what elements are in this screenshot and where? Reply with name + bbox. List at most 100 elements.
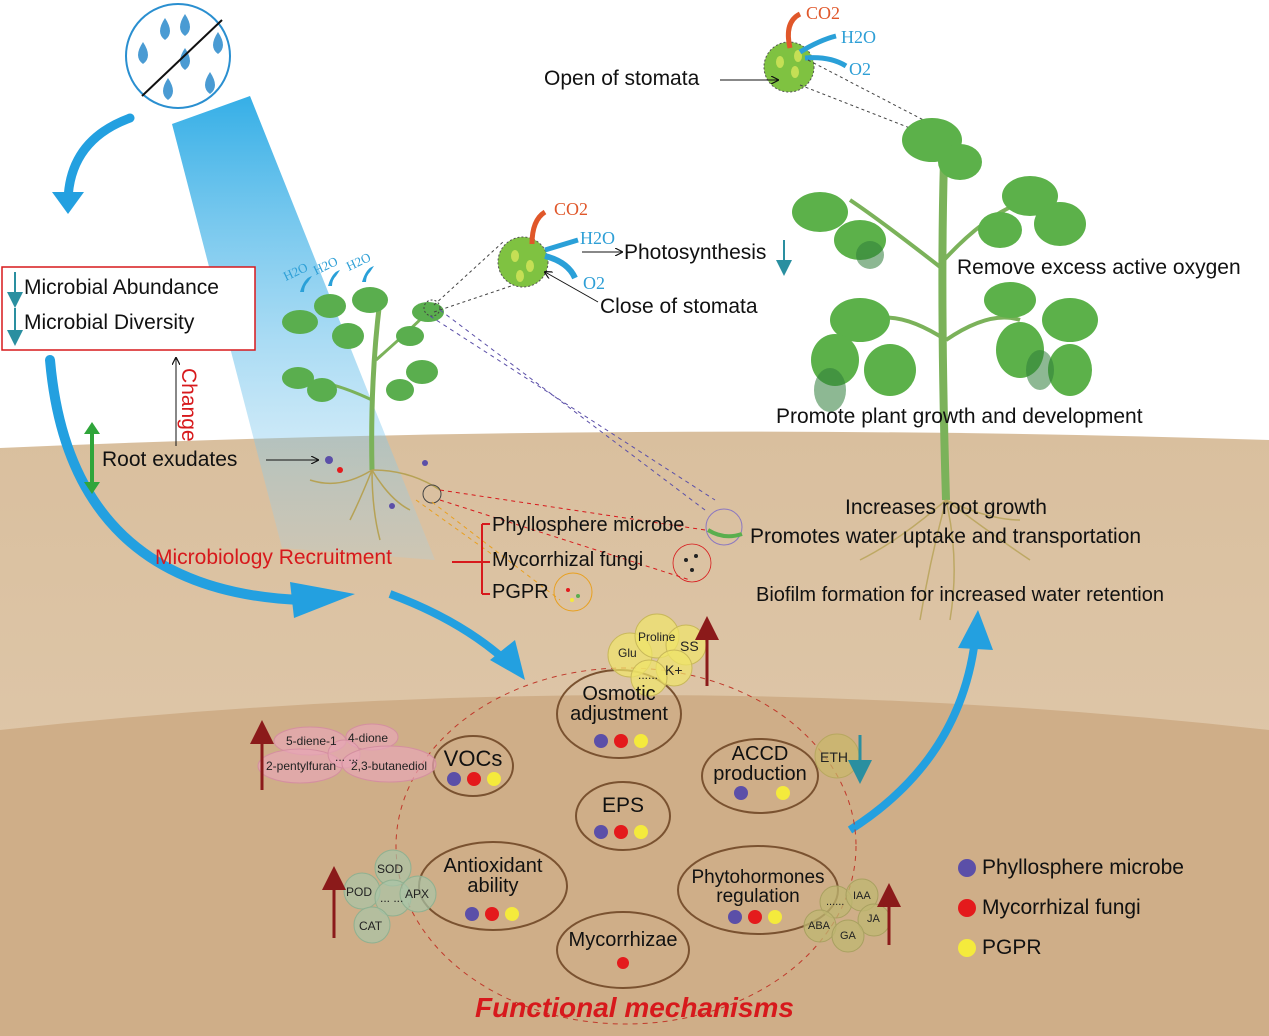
phyllosphere-dot [958,859,976,877]
pgpr-label: PGPR [492,581,549,603]
microbial-diversity-label: Microbial Diversity [24,311,195,334]
phyllosphere-dot [447,772,461,786]
pgpr-dot [505,907,519,921]
bubble-cat: CAT [359,919,383,933]
antioxidant-dots [465,907,519,921]
legend-item-mycorrhizal: Mycorrhizal fungi [958,888,1184,928]
mycorrhizal-dot [617,957,629,969]
root-growth-label: Increases root growth [845,496,1047,519]
phyllosphere-dot [734,786,748,800]
mycorrhizal-dot [467,772,481,786]
blue-arrow-top [63,113,135,205]
phyllosphere-microbe-label: Phyllosphere microbe [492,514,685,536]
microbiology-recruitment-label: Microbiology Recruitment [155,546,392,569]
blue-arrow-center [388,590,508,663]
bubble-aba: ABA [808,920,831,932]
osmotic-dots [594,734,648,748]
mycorrhizae-dots [617,957,629,969]
mycorrhizae-title: Mycorrhizae [568,929,678,951]
microbial-abundance-label: Microbial Abundance [24,276,219,299]
pgpr-dot [634,734,648,748]
bubble-proline: Proline [638,630,676,644]
co2-closed-label: CO2 [554,199,589,219]
phyllosphere-dot [594,734,608,748]
legend-item-pgpr: PGPR [958,928,1184,968]
bubble-antioxidant-etc: ... ... [380,891,404,905]
bubble-ja: JA [867,913,880,925]
hormone-bubbles [803,878,891,953]
legend-item-phyllosphere: Phyllosphere microbe [958,848,1184,888]
bubble-k: K+ [665,662,683,678]
bubble-5-diene-1: 5-diene-1 [286,734,337,748]
bubble-vocs-etc: ... ... [335,750,359,764]
osmotic-bubbles [607,613,707,697]
healthy-plant [792,118,1098,621]
vocs-dots [447,772,501,786]
pgpr-closeup [553,572,593,612]
microbe-bracket [452,523,490,595]
pgpr-dot [487,772,501,786]
pgpr-dot [776,786,790,800]
stomata-open-closeup [720,11,936,131]
h2o-closed-label: H2O [580,228,615,248]
antioxidant-bubbles [343,849,437,944]
bubble-osmotic-etc: ...... [638,668,659,682]
microbial-change-box [1,266,256,351]
promote-growth-label: Promote plant growth and development [776,405,1143,428]
root-exudates-label: Root exudates [102,448,238,471]
mycorrhizal-dot [485,907,499,921]
phyllosphere-closeup [705,508,743,546]
mycorrhizal-dot [614,734,628,748]
bubble-2-pentylfuran: 2-pentylfuran [266,759,337,773]
stressed-plant [282,266,444,541]
accd-ellipse [701,738,819,814]
eps-ellipse [575,781,671,851]
close-stomata-label: Close of stomata [600,295,758,318]
biofilm-label: Biofilm formation for increased water re… [756,584,1164,606]
bubble-sod: SOD [377,862,404,876]
vocs-bubbles [257,723,437,784]
bubble-apx: APX [405,887,430,901]
water-uptake-label: Promotes water uptake and transportation [750,525,1142,548]
drought-icon [125,3,231,109]
phytohormones-dots [728,910,782,924]
o2-open-label: O2 [849,59,871,79]
mycorrhizal-dot [748,910,762,924]
stomata-closed-closeup [433,209,792,313]
mycorrhizal-fungi-label: Mycorrhizal fungi [492,549,644,571]
o2-closed-label: O2 [583,273,605,293]
vocs-title: VOCs [443,746,503,771]
bubble-4-dione: 4-dione [348,731,389,745]
h2o-open-label: H2O [841,27,876,47]
bubble-pod: POD [346,885,373,899]
bubble-ss: SS [680,638,699,654]
legend: Phyllosphere microbe Mycorrhizal fungi P… [958,848,1184,968]
pgpr-dot [634,825,648,839]
remove-oxygen-label: Remove excess active oxygen [957,256,1241,279]
pgpr-dot [768,910,782,924]
photosynthesis-label: Photosynthesis [624,241,767,264]
change-label: Change [177,368,200,442]
phyllosphere-dot [465,907,479,921]
functional-mechanisms-title: Functional mechanisms [475,992,794,1023]
mycorrhizal-dot [958,899,976,917]
bubble-ga: GA [840,930,856,942]
bubble-eth: ETH [820,749,848,765]
accd-dots [734,786,790,800]
bubble-hormones-etc: ...... [826,896,845,908]
blue-arrow-left [45,355,305,605]
open-stomata-label: Open of stomata [544,67,700,90]
phyllosphere-dot [594,825,608,839]
pgpr-dot [958,939,976,957]
mycorrhizal-dot [614,825,628,839]
mycorrhizal-closeup [672,543,712,583]
bubble-2-3-butanediol: 2,3-butanediol [351,759,428,773]
blue-arrow-right [847,639,979,834]
mycorrhizae-ellipse [556,911,690,989]
phyllosphere-dot [728,910,742,924]
bubble-glu: Glu [618,646,637,660]
co2-open-label: CO2 [806,3,841,23]
